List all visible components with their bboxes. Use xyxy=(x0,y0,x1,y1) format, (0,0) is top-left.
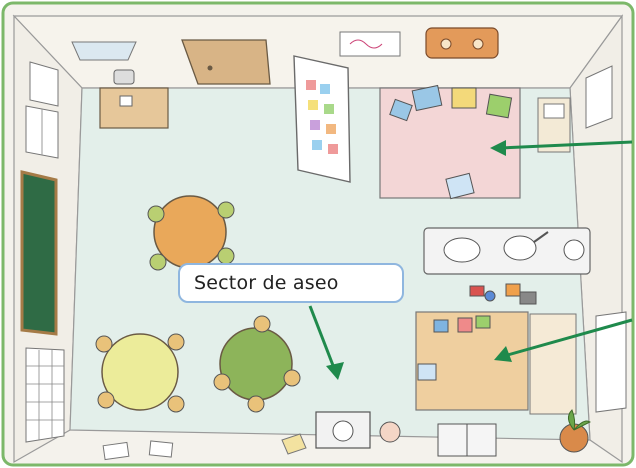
label-sector-aseo-text: Sector de aseo xyxy=(194,272,339,294)
toy-ball xyxy=(484,290,496,302)
table-green xyxy=(213,315,301,413)
table-yellow xyxy=(95,333,185,413)
arrow-to-pink-rug xyxy=(490,140,633,156)
wall-bag xyxy=(425,27,499,59)
wardrobe xyxy=(529,313,577,415)
rug-block-4 xyxy=(417,363,437,381)
wall-poster xyxy=(339,31,401,57)
bulletin-note-5 xyxy=(310,120,320,130)
bulletin-note-4 xyxy=(324,104,334,114)
label-sector-aseo: Sector de aseo xyxy=(178,263,404,303)
door-knob xyxy=(207,65,213,71)
bulletin-note-3 xyxy=(308,100,318,110)
bucket xyxy=(379,421,401,443)
bulletin-board xyxy=(293,55,351,183)
left-calendar xyxy=(25,347,65,443)
door xyxy=(181,39,271,85)
cushion-yellow xyxy=(451,87,477,109)
floor-paper-2 xyxy=(148,440,174,458)
counter-pan-handle xyxy=(533,231,549,243)
washing-machine-door xyxy=(332,420,354,442)
toy-block-gray xyxy=(519,291,537,305)
counter-pot xyxy=(443,237,481,263)
left-window-top xyxy=(29,61,59,107)
teacher-chair xyxy=(113,69,135,85)
bulletin-note-6 xyxy=(326,124,336,134)
bulletin-note-8 xyxy=(328,144,338,154)
floor-paper xyxy=(102,441,130,461)
bulletin-note-2 xyxy=(320,84,330,94)
rug-block-2 xyxy=(457,317,473,333)
plant-leaves xyxy=(568,409,591,431)
table-orange xyxy=(147,195,235,271)
teacher-desk-paper xyxy=(119,95,133,107)
cushion-blue-1 xyxy=(411,84,443,112)
arrow-to-cleaning-area xyxy=(308,305,344,380)
right-shelf xyxy=(595,311,627,413)
skylight-window xyxy=(71,41,137,61)
teacher-desk xyxy=(99,87,169,129)
floor-towel xyxy=(281,433,307,455)
counter-bowl xyxy=(563,239,585,261)
wall-poster-drawing xyxy=(349,39,383,49)
cushion-on-rug xyxy=(445,172,475,200)
bulletin-note-1 xyxy=(306,80,316,90)
rug-block-3 xyxy=(475,315,491,329)
toy-block-orange xyxy=(505,283,521,297)
counter-pan xyxy=(503,235,537,261)
bag-eye-left xyxy=(440,38,452,50)
cushion-blue-2 xyxy=(389,98,413,122)
bag-eye-right xyxy=(472,38,484,50)
bulletin-note-7 xyxy=(312,140,322,150)
blackboard xyxy=(20,170,58,336)
left-calendar-grid xyxy=(26,350,64,440)
toy-block-red xyxy=(469,285,485,297)
right-window xyxy=(585,65,613,129)
rug-block-1 xyxy=(433,319,449,333)
arrow-to-tan-rug xyxy=(494,318,633,362)
shelf-cabinet-top xyxy=(543,103,565,119)
cushion-green xyxy=(485,93,513,119)
